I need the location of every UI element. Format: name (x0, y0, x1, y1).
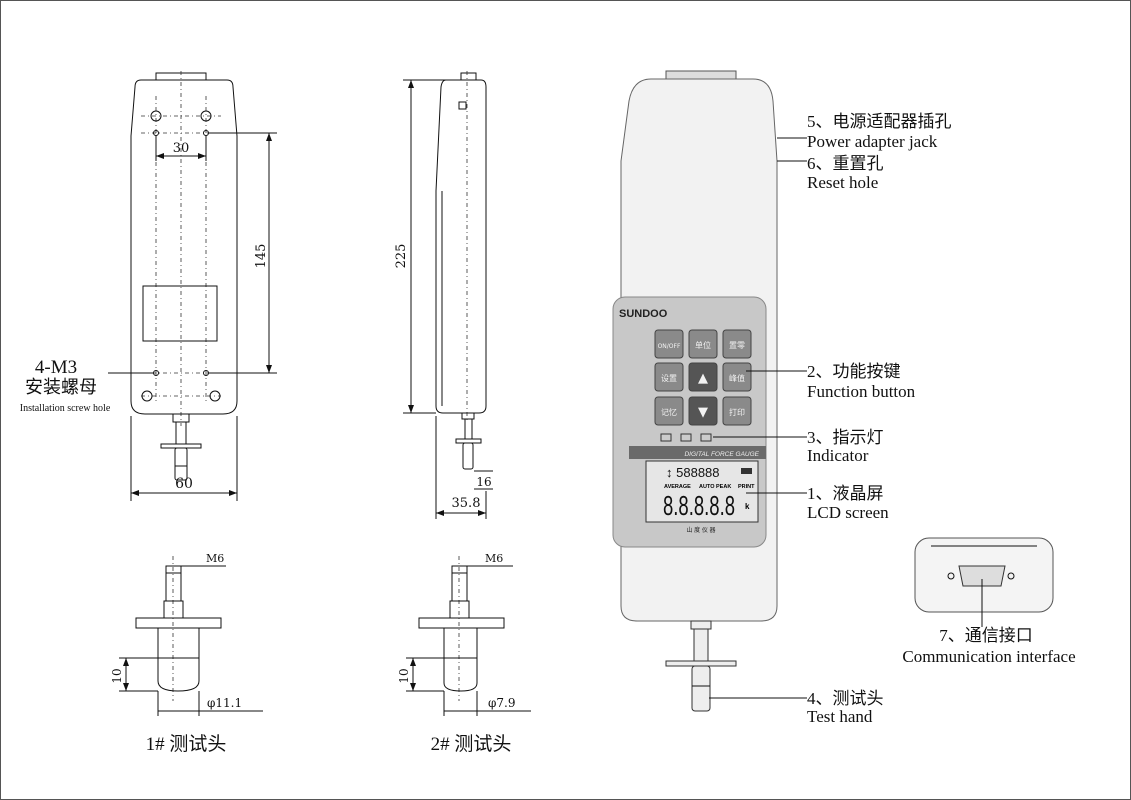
probe-1: M6 10 φ11.1 1# 测试头 (110, 552, 263, 755)
button-label: ▼ (698, 405, 708, 420)
panel-footer: 山 度 仪 器 (686, 526, 715, 534)
label-4-m3: 4-M3 (35, 357, 77, 378)
callout-7-cn: 7、通信接口 (939, 626, 1033, 645)
indicator-light (660, 433, 672, 442)
probe-2-thread: M6 (485, 552, 503, 565)
probe-2-diameter: φ7.9 (488, 696, 516, 710)
callout-4-cn: 4、测试头 (807, 689, 884, 708)
button-label: ▲ (698, 371, 708, 386)
callout-6-cn: 6、重置孔 (807, 154, 884, 173)
button-label: ON/OFF (658, 343, 681, 350)
callout-4-en: Test hand (807, 707, 873, 726)
probe-1-diameter: φ11.1 (207, 696, 242, 710)
button-label: 峰值 (729, 373, 745, 383)
communication-port (914, 537, 1054, 627)
lcd-title: DIGITAL FORCE GAUGE (684, 451, 759, 458)
callout-7-en: Communication interface (902, 647, 1075, 666)
button-label: 设置 (661, 373, 677, 383)
settings-button[interactable]: 设置 (654, 362, 684, 392)
probe-2: M6 10 φ7.9 2# 测试头 (397, 552, 531, 755)
peak-button[interactable]: 峰值 (722, 362, 752, 392)
on-off-button[interactable]: ON/OFF (654, 329, 684, 359)
indicator-light (680, 433, 692, 442)
memory-button[interactable]: 记忆 (654, 396, 684, 426)
unit-button[interactable]: 单位 (688, 329, 718, 359)
dim-225: 225 (394, 244, 409, 269)
screw-hole-icon (150, 110, 162, 122)
dim-30: 30 (173, 141, 190, 156)
callouts: 5、电源适配器插孔 Power adapter jack 6、重置孔 Reset… (709, 112, 1076, 726)
down-button[interactable]: ▼ (688, 396, 718, 426)
probe-1-dim-10: 10 (110, 668, 124, 683)
side-view: 225 16 35.8 (394, 71, 493, 519)
button-label: 单位 (695, 340, 711, 350)
lcd-top-digits: ↕ 588888 (666, 465, 720, 480)
probe-2-title: 2# 测试头 (431, 733, 512, 755)
callout-1-en: LCD screen (807, 503, 889, 522)
button-label: 打印 (729, 407, 745, 417)
callout-3-cn: 3、指示灯 (807, 428, 884, 447)
indicator-light (700, 433, 712, 442)
print-button[interactable]: 打印 (722, 396, 752, 426)
callout-3-en: Indicator (807, 446, 869, 465)
probe-2-dim-10: 10 (397, 668, 411, 683)
callout-6-en: Reset hole (807, 173, 878, 192)
lcd-main-digits: 8.8.8.8.8 (663, 490, 735, 521)
callout-5-en: Power adapter jack (807, 132, 938, 151)
callout-5-cn: 5、电源适配器插孔 (807, 112, 952, 131)
lcd-unit: k (745, 502, 750, 511)
up-button[interactable]: ▲ (688, 362, 718, 392)
label-install-screw-en: Installation screw hole (20, 403, 111, 414)
button-label: 置零 (729, 341, 745, 350)
front-view: 30 145 60 4-M3 安装螺母 Installation screw h… (20, 71, 277, 501)
dim-35-8: 35.8 (452, 496, 481, 511)
probe-1-title: 1# 测试头 (146, 733, 227, 755)
button-label: 记忆 (661, 407, 677, 417)
callout-2-cn: 2、功能按键 (807, 362, 901, 381)
label-install-nut-cn: 安装螺母 (25, 377, 97, 397)
callout-1-cn: 1、液晶屏 (807, 484, 884, 503)
callout-2-en: Function button (807, 382, 916, 401)
lcd-label-auto-peak: AUTO PEAK (699, 484, 731, 490)
lcd-screen (645, 460, 759, 523)
dim-60: 60 (175, 476, 193, 492)
zero-button[interactable]: 置零 (722, 329, 752, 359)
probe-1-thread: M6 (206, 552, 224, 565)
brand-logo: SUNDOO (619, 308, 668, 320)
dim-145: 145 (254, 244, 269, 269)
dim-16: 16 (476, 475, 491, 489)
lcd-label-average: AVERAGE (664, 484, 691, 490)
lcd-label-print: PRINT (738, 484, 755, 490)
